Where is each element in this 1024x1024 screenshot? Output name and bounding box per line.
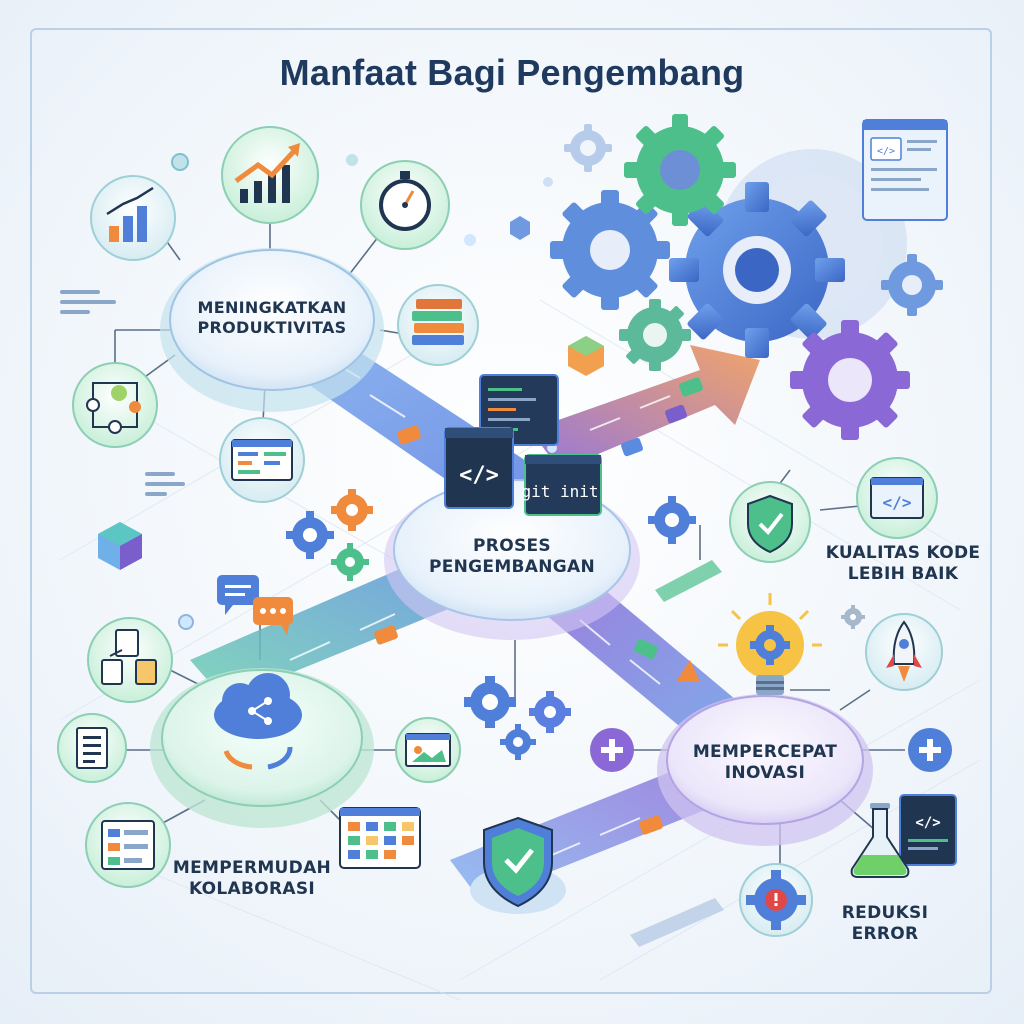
code-window-right-icon: </> bbox=[856, 457, 938, 539]
document-icon bbox=[57, 713, 127, 783]
cloud-share-icon bbox=[214, 673, 302, 770]
flask-icon: </> bbox=[850, 794, 957, 878]
shield-check-icon bbox=[729, 481, 811, 563]
label-quality: KUALITAS KODE LEBIH BAIK bbox=[808, 543, 998, 586]
code-symbol: </> bbox=[459, 463, 499, 488]
plus-icon bbox=[908, 728, 952, 772]
error-gear-icon bbox=[739, 863, 813, 937]
svg-text:</>: </> bbox=[915, 815, 940, 831]
page-title: Manfaat Bagi Pengembang bbox=[279, 52, 745, 93]
gears-icon bbox=[550, 114, 943, 440]
git-init-command: git init bbox=[521, 482, 598, 501]
small-gears bbox=[286, 489, 865, 760]
svg-text:</>: </> bbox=[883, 493, 912, 512]
label-innovation: MEMPERCEPAT INOVASI bbox=[675, 742, 855, 785]
outer-frame bbox=[30, 28, 992, 994]
label-error-line2: ERROR bbox=[851, 924, 919, 945]
label-collaboration-line1: MEMPERMUDAH bbox=[172, 858, 332, 878]
label-error-line1: REDUKSI bbox=[841, 903, 929, 923]
stopwatch-icon bbox=[360, 160, 450, 250]
label-center-line1: PROSES bbox=[473, 536, 551, 556]
growth-chart-icon bbox=[221, 126, 319, 224]
browser-code-icon: </> bbox=[862, 119, 948, 221]
label-center-line2: PENGEMBANGAN bbox=[428, 557, 596, 578]
label-collaboration: MEMPERMUDAH KOLABORASI bbox=[162, 858, 342, 901]
label-center: PROSES PENGEMBANGAN bbox=[412, 536, 612, 579]
shield-check-bottom-icon bbox=[470, 816, 566, 914]
plus-icon bbox=[590, 728, 634, 772]
label-productivity: MENINGKATKAN PRODUKTIVITAS bbox=[172, 298, 372, 338]
lightbulb-gear-icon bbox=[718, 593, 822, 695]
books-icon bbox=[397, 284, 479, 366]
calendar-grid-icon bbox=[339, 807, 421, 869]
label-quality-line2: LEBIH BAIK bbox=[847, 564, 959, 585]
bar-chart-icon bbox=[90, 175, 176, 261]
kanban-board-icon bbox=[219, 417, 305, 503]
rocket-icon bbox=[865, 613, 943, 691]
dashboard-icon bbox=[85, 802, 171, 888]
workflow-icon bbox=[72, 362, 158, 448]
label-innovation-line1: MEMPERCEPAT bbox=[692, 742, 838, 762]
label-quality-line1: KUALITAS KODE bbox=[825, 543, 981, 563]
chat-bubbles-icon bbox=[217, 575, 293, 635]
label-productivity-line1: MENINGKATKAN bbox=[197, 298, 347, 317]
label-innovation-line2: INOVASI bbox=[724, 763, 806, 784]
node-productivity bbox=[160, 248, 384, 412]
documents-icon bbox=[87, 617, 173, 703]
decorative-shapes bbox=[60, 153, 724, 947]
label-productivity-line2: PRODUKTIVITAS bbox=[197, 318, 347, 337]
image-window-icon bbox=[395, 717, 461, 783]
label-collaboration-line2: KOLABORASI bbox=[188, 879, 316, 900]
code-window-icon: </> git init bbox=[444, 374, 602, 516]
node-innovation bbox=[657, 694, 873, 846]
label-error: REDUKSI ERROR bbox=[830, 903, 940, 946]
svg-text:</>: </> bbox=[877, 146, 895, 157]
